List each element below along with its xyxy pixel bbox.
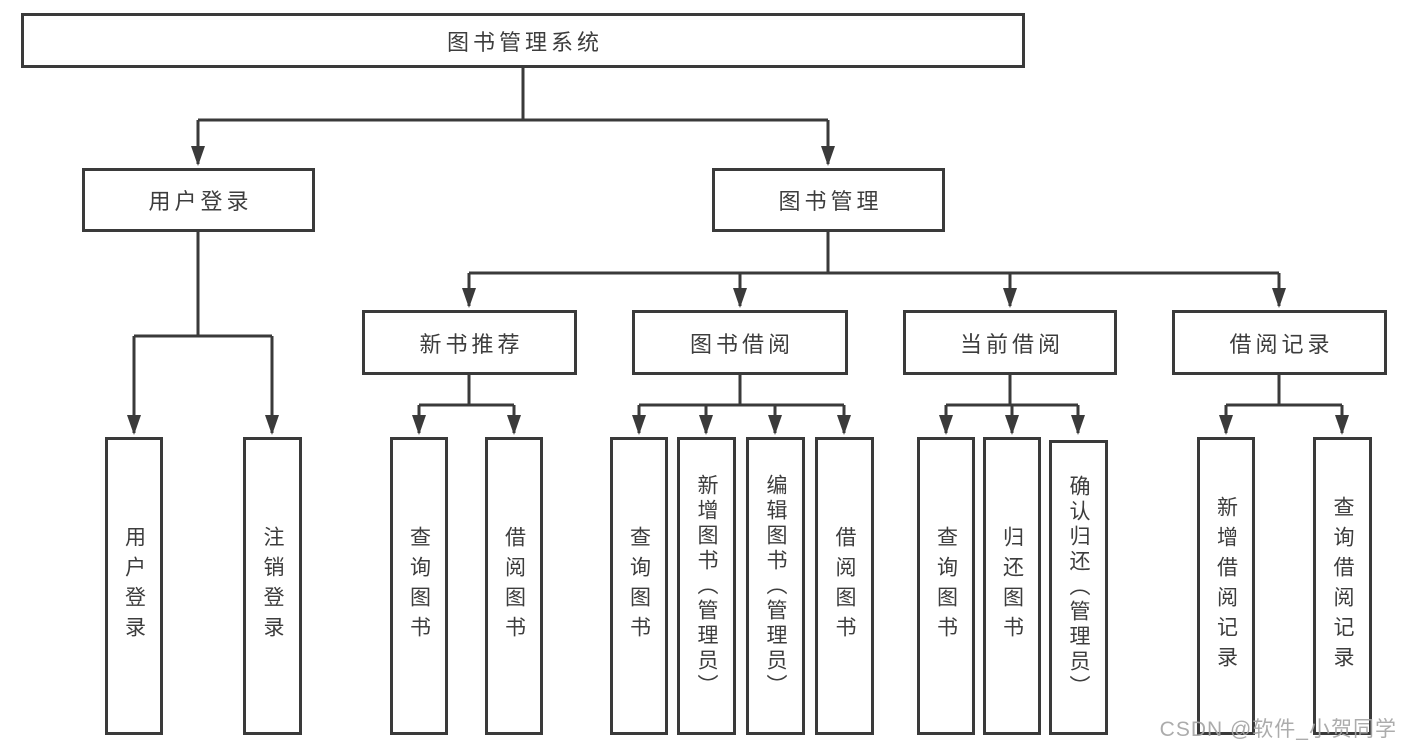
node-new-book-recommend: 新书推荐 [362, 310, 577, 375]
node-logout-action: 注销登录 [243, 437, 302, 735]
node-borrowing-query-books: 查询图书 [610, 437, 668, 735]
node-recommend-query-books: 查询图书 [390, 437, 448, 735]
node-records-add-record: 新增借阅记录 [1197, 437, 1255, 735]
node-current-borrowing: 当前借阅 [903, 310, 1117, 375]
node-current-return-books: 归还图书 [983, 437, 1041, 735]
node-book-management: 图书管理 [712, 168, 945, 232]
csdn-watermark: CSDN @软件_小贺同学 [1159, 718, 1397, 741]
arrowhead-icons [127, 146, 1349, 435]
node-records-query-record: 查询借阅记录 [1313, 437, 1372, 735]
node-current-query-books: 查询图书 [917, 437, 975, 735]
node-user-login-action: 用户登录 [105, 437, 163, 735]
node-current-confirm-return-admin: 确认归还（管理员） [1049, 440, 1108, 735]
node-library-management-system: 图书管理系统 [21, 13, 1025, 68]
node-borrowing-add-books-admin: 新增图书（管理员） [677, 437, 736, 735]
node-borrowing-borrow-books: 借阅图书 [815, 437, 874, 735]
node-user-login: 用户登录 [82, 168, 315, 232]
node-borrowing-records: 借阅记录 [1172, 310, 1387, 375]
node-borrowing-edit-books-admin: 编辑图书（管理员） [746, 437, 805, 735]
node-book-borrowing: 图书借阅 [632, 310, 848, 375]
node-recommend-borrow-books: 借阅图书 [485, 437, 543, 735]
